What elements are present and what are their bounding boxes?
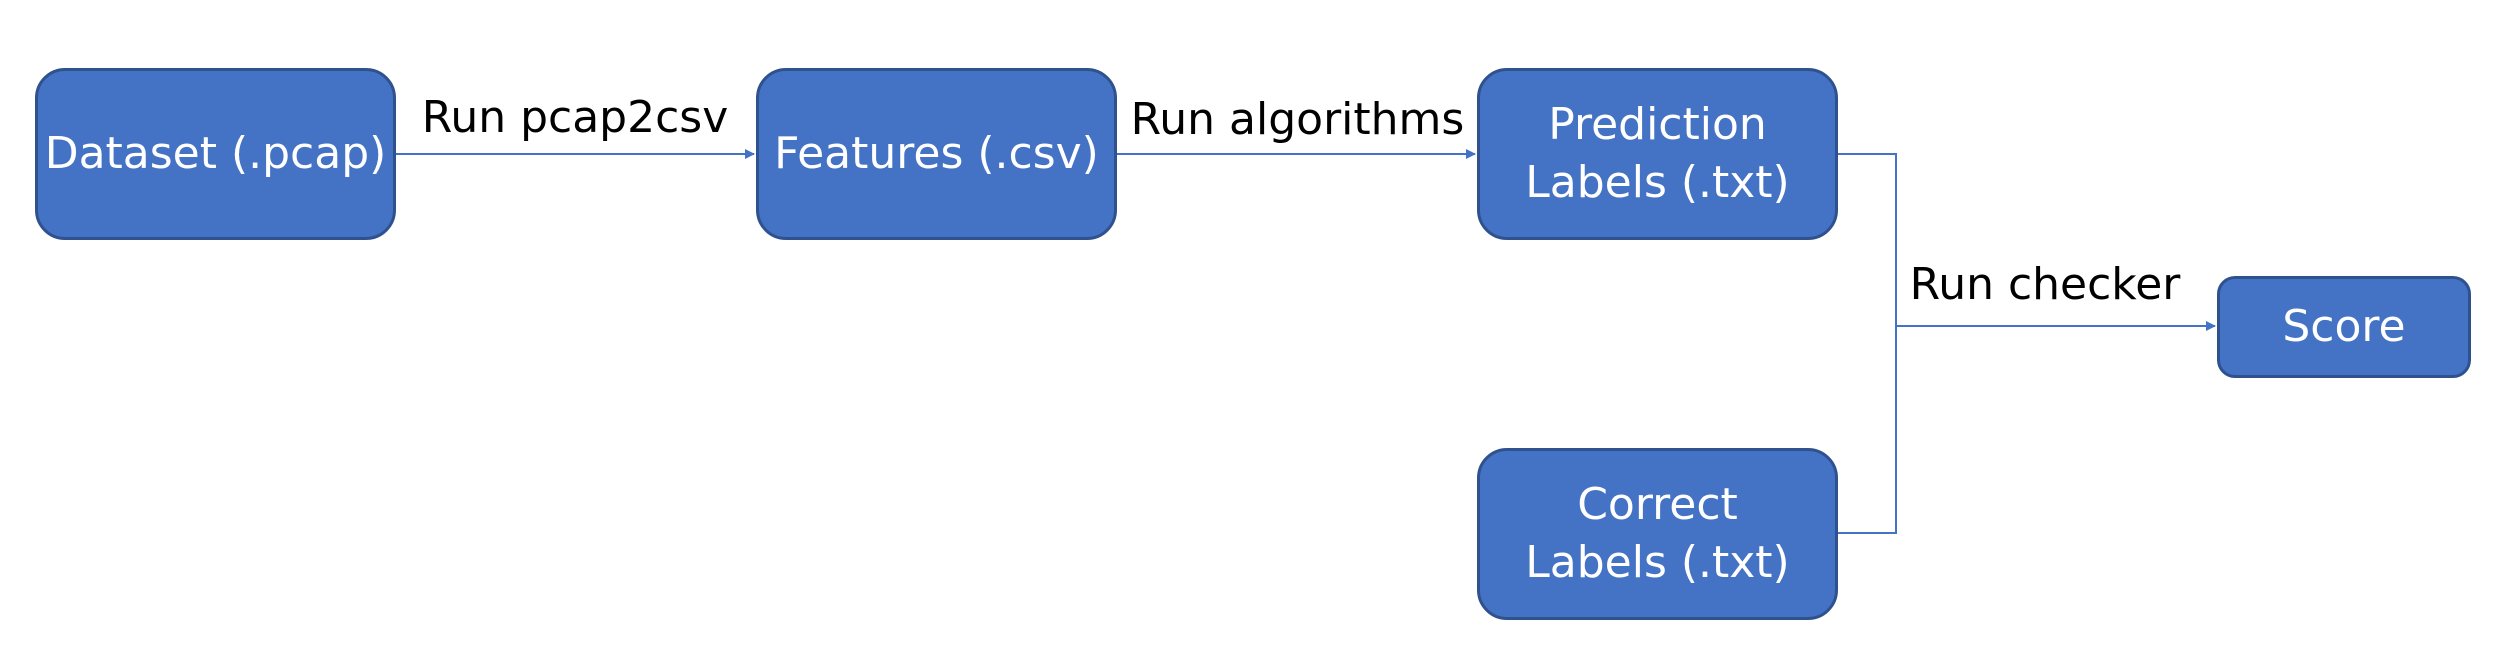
correct-labels-node: Correct Labels (.txt)	[1477, 448, 1838, 620]
run-pcap2csv-label: Run pcap2csv	[421, 92, 729, 143]
run-checker-label: Run checker	[1909, 259, 2181, 310]
dataset-node: Dataset (.pcap)	[35, 68, 396, 240]
prediction-labels-node: Prediction Labels (.txt)	[1477, 68, 1838, 240]
features-node: Features (.csv)	[756, 68, 1117, 240]
connector-prediction-to-junction	[1838, 153, 1897, 326]
connector-correct-to-junction	[1838, 326, 1897, 534]
run-algorithms-label: Run algorithms	[1130, 94, 1465, 145]
score-node: Score	[2217, 276, 2471, 378]
